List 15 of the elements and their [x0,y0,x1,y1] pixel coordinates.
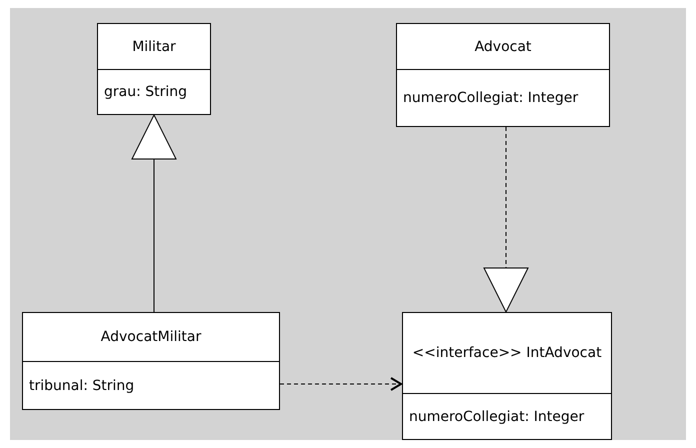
class-name: <<interface>> IntAdvocat [412,345,602,361]
class-name: Advocat [474,38,532,54]
class-box [97,23,211,115]
dashed-arrow [280,377,402,391]
class-attribute: numeroCollegiat: Integer [403,90,578,106]
class-box [22,312,280,410]
class-attribute: tribunal: String [29,378,134,394]
class-box [402,312,612,440]
class-attribute: numeroCollegiat: Integer [409,408,584,424]
inheritance-arrow [132,114,176,312]
class-box [396,23,610,127]
class-name: AdvocatMilitar [100,329,202,345]
dashed-arrow [484,126,528,312]
class-name: Militar [132,38,176,54]
class-attribute: grau: String [104,84,188,100]
